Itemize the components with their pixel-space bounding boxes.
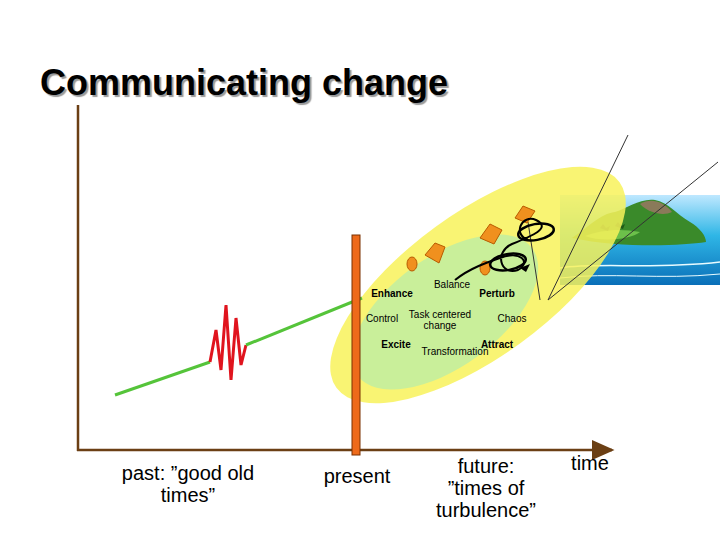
change-field: [325, 204, 564, 420]
timeline-label: time: [571, 452, 609, 474]
trend-line: [115, 362, 210, 395]
loop: [489, 251, 527, 273]
timeline-label: present: [324, 465, 391, 487]
time-axis: [77, 449, 612, 452]
change-label: Task centered change: [407, 309, 473, 331]
change-label: Excite: [381, 339, 410, 350]
guide-line: [548, 135, 628, 300]
turbulence-field: [294, 124, 662, 446]
disruption-zigzag: [210, 305, 246, 380]
change-label: Perturb: [479, 288, 515, 299]
change-label: Control: [366, 313, 398, 324]
slide-title: Communicating change: [40, 62, 448, 104]
guide-line: [548, 162, 718, 300]
figures: [407, 206, 535, 275]
spiral-head: [520, 264, 530, 272]
spiral: [455, 219, 542, 280]
change-label: Transformation: [422, 346, 489, 357]
timeline-label: past: ”good old times”: [101, 462, 276, 506]
loop: [517, 221, 555, 243]
timeline-label: future: ”times of turbulence”: [430, 455, 542, 521]
y-axis: [77, 105, 80, 451]
change-label: Enhance: [371, 288, 413, 299]
trend-line: [246, 298, 362, 345]
change-label: Balance: [434, 279, 470, 290]
present-bar: [352, 235, 360, 455]
change-label: Chaos: [498, 313, 527, 324]
